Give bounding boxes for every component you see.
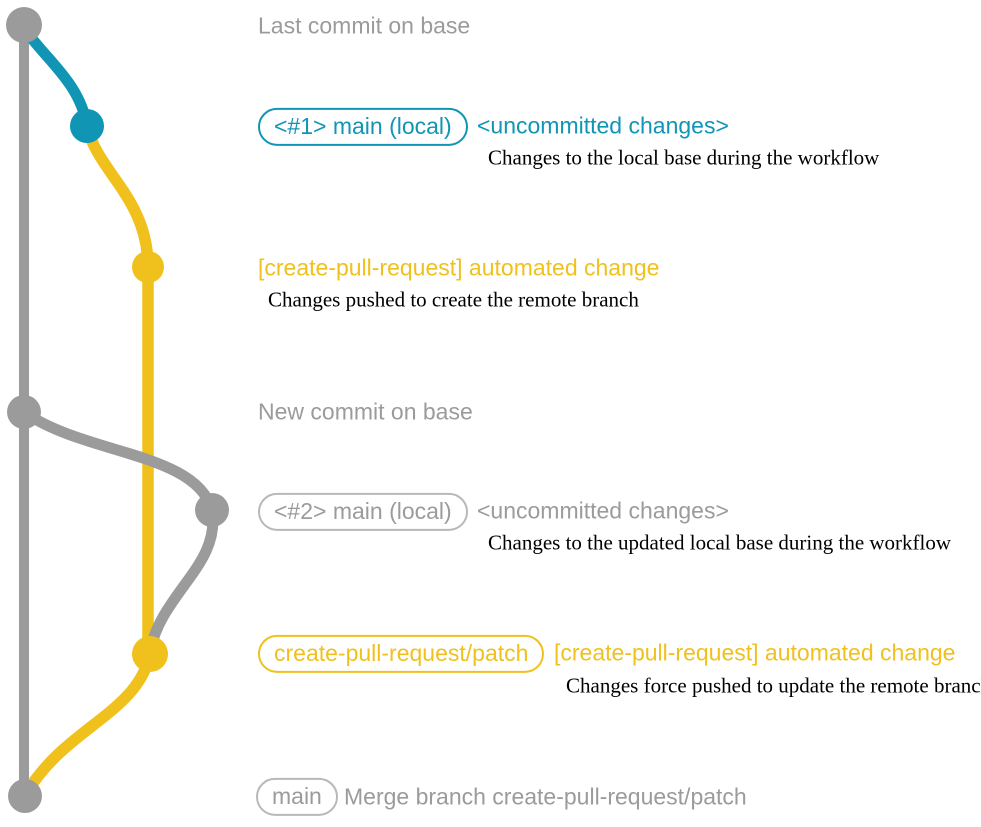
commit-node-new-commit-on-base	[7, 395, 41, 429]
base-to-local-main-curve-2	[18, 406, 218, 516]
automated-change-2-desc: Changes force pushed to update the remot…	[566, 673, 981, 698]
branch-badge-main: main	[256, 777, 338, 817]
automated-change-1-desc: Changes pushed to create the remote bran…	[268, 287, 639, 312]
commit-node-remote-2	[132, 636, 168, 672]
local-main-to-remote-curve	[144, 504, 219, 657]
remote-to-merge-curve	[21, 649, 156, 798]
last-commit-label: Last commit on base	[258, 12, 471, 39]
commit-node-last-commit-on-base	[6, 7, 42, 43]
remote-branch-curve-out	[81, 120, 154, 273]
branch-badge-main-local-1: <#1> main (local)	[258, 107, 468, 147]
commit-node-merge	[8, 779, 42, 813]
branch-badge-main-local-2: <#2> main (local)	[258, 492, 468, 532]
commit-node-local-main-1	[70, 109, 104, 143]
commit-node-remote-1	[132, 251, 164, 283]
branch-badge-create-pull-request-patch-label: create-pull-request/patch	[258, 634, 545, 674]
merge-commit-label: Merge branch create-pull-request/patch	[344, 783, 747, 810]
branch-badge-main-local-2-label: <#2> main (local)	[258, 492, 468, 532]
branch-badge-main-local-1-label: <#1> main (local)	[258, 107, 468, 147]
commit-node-local-main-2	[195, 493, 229, 527]
new-commit-label: New commit on base	[258, 398, 473, 425]
uncommitted-changes-2-desc: Changes to the updated local base during…	[488, 530, 952, 555]
branch-badge-main-label: main	[256, 777, 338, 817]
automated-change-1-title: [create-pull-request] automated change	[258, 254, 660, 281]
uncommitted-changes-1-title: <uncommitted changes>	[477, 112, 729, 139]
local-main-curve-1	[18, 22, 93, 132]
uncommitted-changes-2-title: <uncommitted changes>	[477, 497, 729, 524]
branch-badge-create-pull-request-patch: create-pull-request/patch	[258, 634, 545, 674]
uncommitted-changes-1-desc: Changes to the local base during the wor…	[488, 145, 880, 170]
automated-change-2-title: [create-pull-request] automated change	[554, 639, 956, 666]
